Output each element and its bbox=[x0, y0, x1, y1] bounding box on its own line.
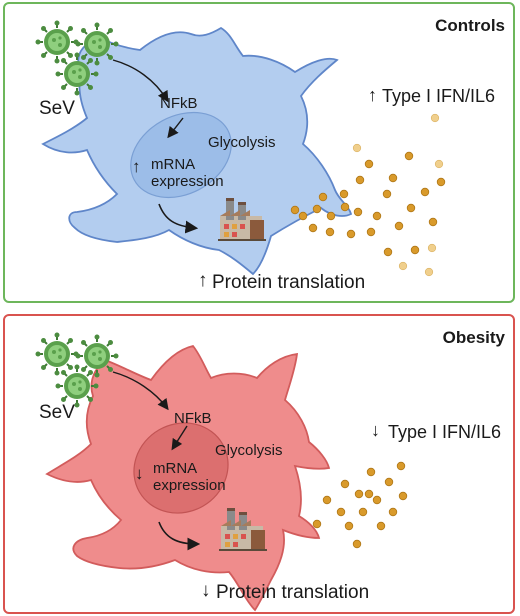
virus-icon bbox=[34, 19, 80, 65]
mrna-up-arrow: ↑ bbox=[132, 157, 141, 176]
nfkb-label: NFkB bbox=[174, 410, 212, 427]
virus-icon bbox=[54, 51, 100, 97]
virus-icon bbox=[34, 331, 80, 377]
protein-label: Protein translation bbox=[212, 272, 366, 293]
cytokine-up-arrow: ↑ bbox=[368, 85, 377, 105]
nucleus bbox=[130, 111, 232, 199]
cytokine-particles bbox=[312, 461, 408, 549]
panel-title: Controls bbox=[435, 16, 505, 35]
protein-down-arrow: ↓ bbox=[201, 580, 211, 601]
panel-title: Obesity bbox=[442, 328, 505, 347]
virus-label: SeV bbox=[39, 98, 75, 119]
glycolysis-label: Glycolysis bbox=[208, 134, 276, 151]
obesity-illustration bbox=[34, 331, 408, 612]
cytokine-down-arrow: ↓ bbox=[371, 420, 380, 440]
cytokine-label: Type I IFN/IL6 bbox=[388, 422, 502, 442]
virus-icon bbox=[74, 333, 120, 379]
cytokine-label: Type I IFN/IL6 bbox=[382, 86, 496, 106]
virus-icon bbox=[74, 21, 120, 67]
controls-illustration bbox=[34, 19, 446, 277]
protein-up-arrow: ↑ bbox=[198, 270, 208, 291]
nucleus bbox=[133, 422, 229, 514]
cytokine-particles bbox=[290, 151, 446, 257]
virus-label: SeV bbox=[39, 402, 75, 423]
mrna-down-arrow: ↓ bbox=[135, 464, 144, 483]
nfkb-label: NFkB bbox=[160, 95, 198, 112]
glycolysis-label: Glycolysis bbox=[215, 442, 283, 459]
protein-label: Protein translation bbox=[216, 582, 370, 603]
